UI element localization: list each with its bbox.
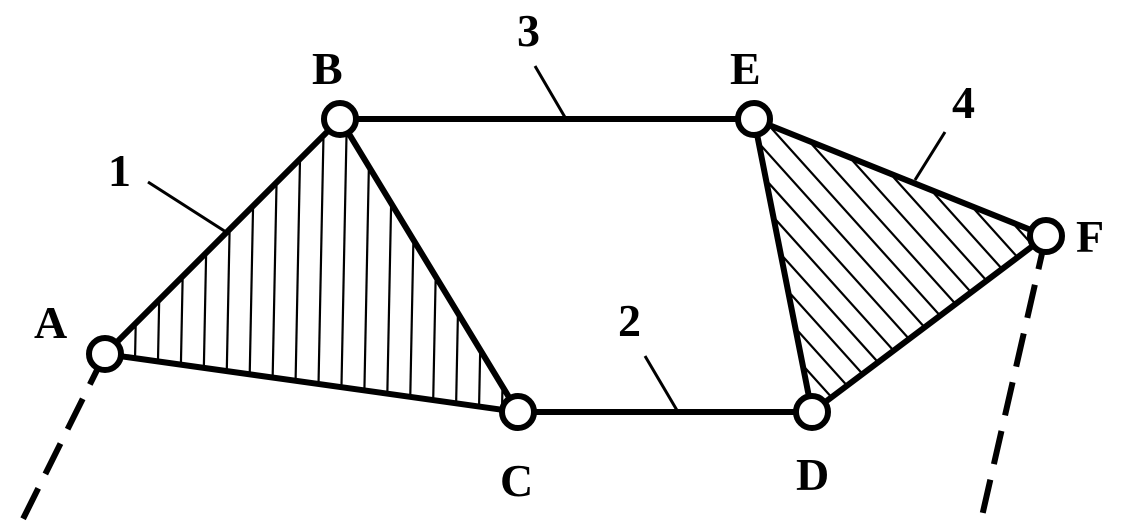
joint-c <box>499 393 537 431</box>
joint-d <box>793 393 831 431</box>
point-label-d: D <box>796 449 829 500</box>
link-1-edge-bc <box>337 116 521 415</box>
point-label-b: B <box>312 43 343 94</box>
link-4-edge-ef <box>751 116 1049 239</box>
link-label-2: 2 <box>618 295 641 346</box>
point-label-e: E <box>730 43 761 94</box>
joint-b <box>321 100 359 138</box>
leader-link-2 <box>643 355 680 413</box>
link-1-edge-ab <box>102 116 343 357</box>
point-label-f: F <box>1076 211 1104 262</box>
point-label-c: C <box>500 455 533 506</box>
link-4-edge-ed <box>751 116 815 415</box>
link-label-3: 3 <box>517 5 540 56</box>
ground-line-a <box>17 352 108 527</box>
link-4-edge-fd <box>809 233 1049 415</box>
link-label-4: 4 <box>952 77 975 128</box>
leader-link-4 <box>913 131 947 181</box>
joint-f <box>1027 217 1065 255</box>
joint-e <box>735 100 773 138</box>
link-1-edge-ac <box>102 351 521 415</box>
leader-link-3 <box>533 65 568 120</box>
link-label-1: 1 <box>108 145 131 196</box>
leader-link-1 <box>147 180 227 234</box>
joint-a <box>86 335 124 373</box>
point-label-a: A <box>34 297 67 348</box>
